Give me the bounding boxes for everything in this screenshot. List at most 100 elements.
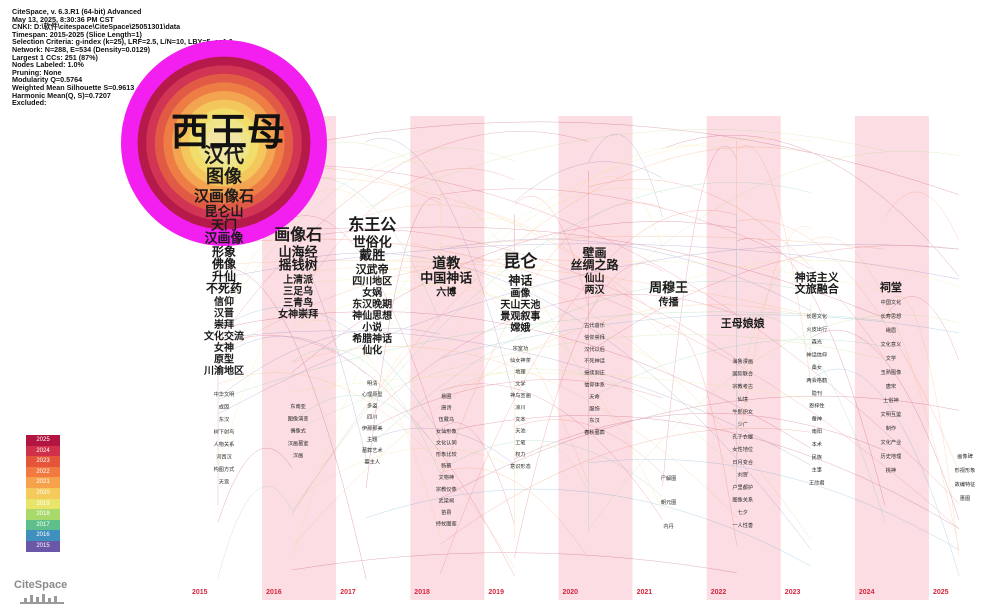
keyword-node-small[interactable]: 文学 <box>886 354 896 362</box>
keyword-node-small[interactable]: 形视形象 <box>955 466 976 474</box>
keyword-node[interactable]: 汉画像 <box>204 231 244 247</box>
keyword-node-small[interactable]: 东南亚 <box>290 402 306 410</box>
keyword-node[interactable]: 女娲 <box>362 286 382 299</box>
keyword-node-small[interactable]: 文化产业 <box>881 438 902 446</box>
hub-node-xiwangmu[interactable]: 西王母 <box>121 40 327 246</box>
keyword-node[interactable]: 女神 <box>214 341 234 354</box>
keyword-node-small[interactable]: 尸解图 <box>661 474 677 482</box>
keyword-node-small[interactable]: 七夕 <box>738 508 748 516</box>
keyword-node[interactable]: 仙山 <box>585 271 605 284</box>
keyword-node-small[interactable]: 蚕神 <box>812 414 822 422</box>
keyword-node[interactable]: 汉晋 <box>214 306 234 319</box>
keyword-node-small[interactable]: 新蔡 <box>441 462 451 470</box>
keyword-node-small[interactable]: 唐诗 <box>441 404 451 412</box>
keyword-node[interactable]: 两汉 <box>585 283 606 296</box>
keyword-node[interactable]: 东王公 <box>348 215 396 234</box>
keyword-node-small[interactable]: 峨眉 <box>886 326 896 334</box>
keyword-node-small[interactable]: 神鸟宣画 <box>510 391 531 399</box>
keyword-node-small[interactable]: 文化意义 <box>881 340 902 348</box>
keyword-node-small[interactable]: 女仙形象 <box>436 427 457 435</box>
keyword-node[interactable]: 神话 <box>508 272 532 287</box>
keyword-node-small[interactable]: 故编特征 <box>955 480 976 488</box>
keyword-node-small[interactable]: 恩梓性 <box>809 402 825 410</box>
keyword-node[interactable]: 周穆王 <box>649 280 688 296</box>
keyword-node-small[interactable]: 天命 <box>589 392 600 400</box>
keyword-node[interactable]: 图像 <box>206 166 243 187</box>
keyword-node[interactable]: 汉代 <box>204 143 244 167</box>
keyword-node[interactable]: 原型 <box>214 352 234 365</box>
keyword-node[interactable]: 崇拜 <box>214 318 234 331</box>
keyword-node[interactable]: 女神崇拜 <box>278 307 318 320</box>
keyword-node-small[interactable]: 隐刊 <box>812 389 822 397</box>
keyword-node-small[interactable]: 文物神 <box>439 473 455 481</box>
keyword-node[interactable]: 希腊神话 <box>351 332 392 345</box>
keyword-node-small[interactable]: 中国文化 <box>881 298 902 306</box>
keyword-node[interactable]: 戴胜 <box>359 248 385 264</box>
keyword-node[interactable]: 文旅融合 <box>795 282 840 296</box>
keyword-node[interactable]: 景观叙事 <box>500 310 540 323</box>
keyword-node-small[interactable]: 内丹 <box>663 522 673 530</box>
keyword-node[interactable]: 文化交流 <box>204 329 244 342</box>
keyword-node-small[interactable]: 汉画墓室 <box>288 439 309 447</box>
keyword-node[interactable]: 三青鸟 <box>283 296 313 309</box>
keyword-node-small[interactable]: 伍戴乌 <box>439 415 455 423</box>
keyword-node-small[interactable]: 成因 <box>219 403 229 411</box>
keyword-node-small[interactable]: 春秋墓葬 <box>584 428 605 436</box>
keyword-node[interactable]: 画像石 <box>274 225 322 244</box>
keyword-node-small[interactable]: 一人性善 <box>732 521 753 529</box>
keyword-node-small[interactable]: 天池 <box>515 427 525 435</box>
keyword-node-small[interactable]: 形象比较 <box>436 450 457 458</box>
keyword-node[interactable]: 东汉晚期 <box>352 297 392 310</box>
keyword-node-small[interactable]: 民族 <box>812 453 823 461</box>
keyword-node-small[interactable]: 长居文化 <box>806 312 827 320</box>
keyword-node-small[interactable]: 森光 <box>812 338 822 346</box>
keyword-node-small[interactable]: 土俗神 <box>883 396 899 404</box>
keyword-node-small[interactable]: 主事 <box>812 466 822 474</box>
keyword-node[interactable]: 传播 <box>658 295 680 308</box>
keyword-node-small[interactable]: 凉川 <box>515 403 525 411</box>
keyword-node-small[interactable]: 画像碑 <box>957 452 973 460</box>
keyword-node-small[interactable]: 悬圃 <box>441 393 451 400</box>
keyword-node-small[interactable]: 女性地位 <box>732 445 753 453</box>
keyword-node[interactable]: 佛像 <box>211 256 237 271</box>
keyword-node-small[interactable]: 玉熟图像 <box>881 368 903 376</box>
keyword-node[interactable]: 画像 <box>510 287 531 300</box>
keyword-node-small[interactable]: 历史地理 <box>881 452 903 460</box>
keyword-node-small[interactable]: 惠图 <box>960 494 970 502</box>
keyword-node-small[interactable]: 宗教仪像 <box>436 485 458 493</box>
keyword-node-small[interactable]: 汉代以后 <box>584 345 605 353</box>
keyword-node-small[interactable]: 心理原型 <box>362 390 383 398</box>
keyword-node-small[interactable]: 日月变合 <box>732 458 754 466</box>
keyword-node[interactable]: 四川地区 <box>352 274 392 287</box>
keyword-node-small[interactable]: 牛郎织女 <box>732 407 753 415</box>
keyword-node-small[interactable]: 地理 <box>515 368 526 376</box>
keyword-node[interactable]: 天山天池 <box>500 298 540 311</box>
keyword-node-small[interactable]: 朝元图 <box>661 499 677 506</box>
keyword-node[interactable]: 上清派 <box>283 273 314 286</box>
keyword-node[interactable]: 道教 <box>432 255 461 272</box>
keyword-node[interactable]: 昆仑 <box>503 251 538 272</box>
keyword-node-small[interactable]: 户里都护 <box>732 483 753 491</box>
keyword-node-small[interactable]: 意识形态 <box>510 462 531 470</box>
keyword-node-small[interactable]: 工笔 <box>515 438 525 446</box>
keyword-node-small[interactable]: 持杖图案 <box>436 520 458 528</box>
keyword-node[interactable]: 神仙思想 <box>352 309 392 322</box>
keyword-node-small[interactable]: 树下射鸟 <box>214 428 235 436</box>
keyword-node[interactable]: 升仙 <box>212 268 236 283</box>
keyword-node-small[interactable]: 河西汉 <box>216 453 232 461</box>
keyword-node-small[interactable]: 制作 <box>886 424 896 432</box>
keyword-node[interactable]: 汉画像石 <box>194 187 254 205</box>
keyword-node-small[interactable]: 文学 <box>515 379 525 387</box>
keyword-node-small[interactable]: 多姿 <box>367 401 377 409</box>
keyword-node-small[interactable]: 信仰体系 <box>584 381 605 389</box>
keyword-node-small[interactable]: 少广 <box>738 420 748 428</box>
keyword-node-small[interactable]: 文明互鉴 <box>881 410 903 418</box>
keyword-node-small[interactable]: 伊那那美 <box>362 424 383 432</box>
keyword-node-small[interactable]: 国际联合 <box>732 370 754 378</box>
keyword-node-small[interactable]: 东汉 <box>589 416 600 424</box>
keyword-node-small[interactable]: 两会格鹤 <box>806 376 827 384</box>
keyword-node[interactable]: 丝绸之路 <box>570 257 619 272</box>
keyword-node-small[interactable]: 天宫 <box>219 478 229 486</box>
keyword-node[interactable]: 信仰 <box>214 295 234 308</box>
